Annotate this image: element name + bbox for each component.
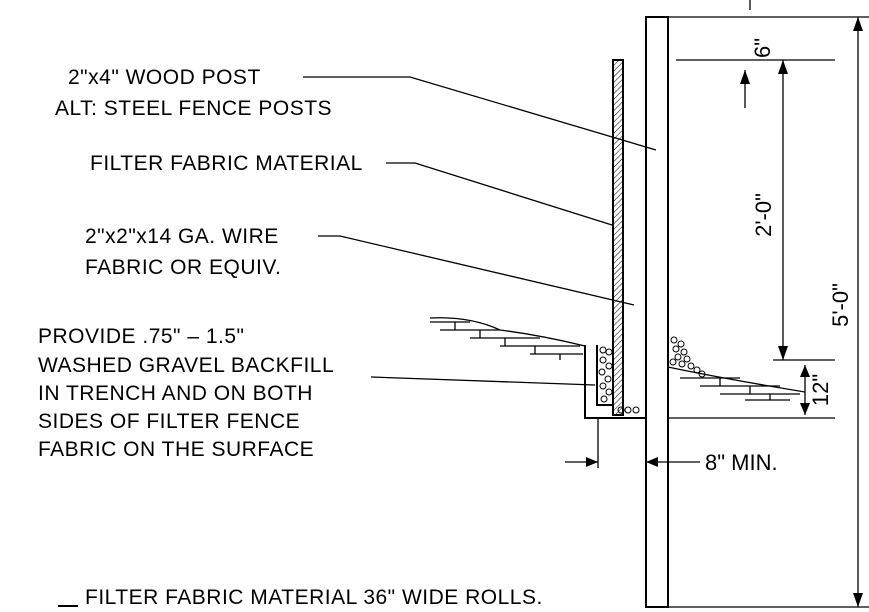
gravel-label-5: FABRIC ON THE SURFACE <box>38 438 314 461</box>
dim-overall: 5'-0" <box>828 283 853 327</box>
filter-fabric-strip <box>612 59 624 416</box>
ground-left <box>429 317 586 360</box>
gravel-surface <box>669 336 706 378</box>
post-alt-label: ALT: STEEL FENCE POSTS <box>55 97 332 120</box>
gravel-label-4: SIDES OF FILTER FENCE <box>38 410 300 433</box>
wire-equiv-label: FABRIC OR EQUIV. <box>85 256 281 279</box>
filter-fabric-label: FILTER FABRIC MATERIAL <box>90 152 363 175</box>
rolls-note: FILTER FABRIC MATERIAL 36" WIDE ROLLS. <box>85 586 543 609</box>
post-label: 2"x4" WOOD POST <box>68 66 261 89</box>
dim-fabric-height: 2'-0" <box>751 193 776 237</box>
gravel-trench <box>598 346 640 414</box>
wire-label: 2"x2"x14 GA. WIRE <box>85 225 279 248</box>
gravel-label-3: IN TRENCH AND ON BOTH <box>38 382 313 405</box>
dim-embed: 8" MIN. <box>705 450 778 475</box>
gravel-label-2: WASHED GRAVEL BACKFILL <box>38 354 334 377</box>
dimension-lines <box>565 0 869 608</box>
wood-post <box>645 16 669 608</box>
gravel-label-1: PROVIDE .75" – 1.5" <box>38 325 245 348</box>
leader-lines <box>303 76 657 386</box>
ground-right <box>667 366 806 401</box>
dim-gravel-depth: 12" <box>808 374 833 406</box>
trench <box>584 345 646 419</box>
dimension-arrows <box>586 17 863 607</box>
dim-top: 6" <box>750 38 775 58</box>
